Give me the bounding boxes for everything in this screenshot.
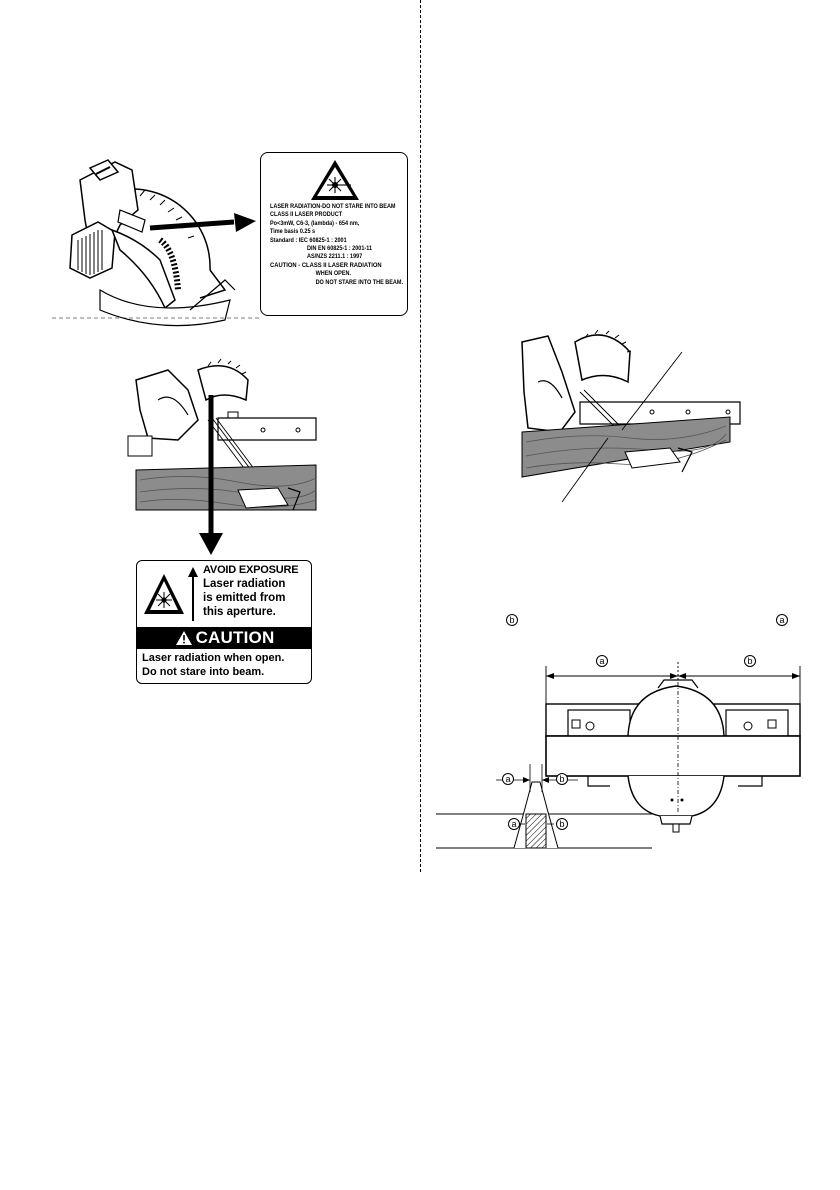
marker-a-label: a (776, 614, 788, 626)
warning-line: Do not stare into beam. (142, 666, 265, 678)
emission-line: Laser radiation (203, 578, 286, 590)
label-line: DO NOT STARE INTO THE BEAM. (315, 278, 404, 286)
diagram-marker-b-top: b (744, 655, 756, 667)
laser-hazard-icon (311, 160, 359, 200)
inset-marker-b-upper: b (556, 773, 568, 785)
label-line: Po<3mW, C6-3, (lambda) - 654 nm, (270, 219, 360, 227)
label-line: AS/NZS 2211.1 : 1997 (306, 253, 363, 261)
avoid-exposure-heading: AVOID EXPOSURE (203, 564, 299, 576)
aperture-warning-label: AVOID EXPOSURE Laser radiation is emitte… (136, 560, 312, 684)
emission-line: this aperture. (203, 606, 276, 618)
emission-line: is emitted from (203, 592, 286, 604)
label-line: DIN EN 60825-1 : 2001-11 (306, 245, 373, 253)
warning-triangle-icon (175, 631, 192, 645)
label-line: CLASS II LASER PRODUCT (270, 211, 343, 219)
marker-b-label: b (506, 614, 518, 626)
saw-cutting-illustration-right (521, 329, 741, 503)
label-line: LASER RADIATION-DO NOT STARE INTO BEAM (270, 203, 396, 210)
label-line: CAUTION - CLASS II LASER RADIATION (270, 261, 382, 269)
inset-marker-a-upper: a (502, 773, 514, 785)
laser-warning-label: LASER RADIATION-DO NOT STARE INTO BEAM C… (260, 152, 408, 316)
pointer-arrow-to-label (149, 213, 256, 232)
blade-alignment-diagram (436, 662, 801, 849)
caution-text: CAUTION (195, 628, 275, 647)
aperture-arrow-icon (188, 567, 198, 621)
label-line: Standard : IEC 60825-1 : 2001 (270, 236, 347, 244)
warning-text: Laser radiation when open. Do not stare … (142, 651, 284, 679)
laser-hazard-icon (144, 574, 184, 614)
column-divider (420, 0, 421, 872)
label-line: WHEN OPEN. (315, 270, 352, 278)
inset-marker-a-lower: a (508, 818, 520, 830)
caution-bar: CAUTION (137, 627, 311, 649)
label-line: Time basis 0.25 s (270, 228, 316, 236)
emission-text: Laser radiation is emitted from this ape… (203, 577, 285, 619)
saw-illustration-top (52, 159, 260, 327)
saw-cutting-illustration-left (127, 358, 317, 511)
pointer-arrow-down (199, 395, 223, 555)
laser-label-text: LASER RADIATION-DO NOT STARE INTO BEAM C… (270, 203, 404, 287)
diagram-marker-a-top: a (596, 655, 608, 667)
inset-marker-b-lower: b (556, 818, 568, 830)
warning-line: Laser radiation when open. (142, 652, 285, 664)
